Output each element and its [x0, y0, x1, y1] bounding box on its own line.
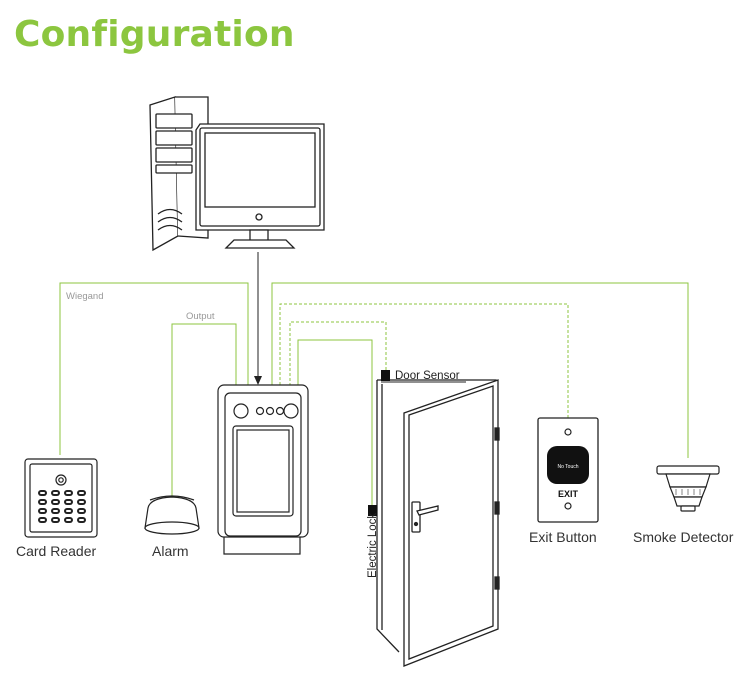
page-title: Configuration — [14, 14, 295, 55]
monitor-icon — [195, 123, 325, 249]
exit-label: EXIT — [558, 489, 579, 499]
smoke-detector-icon — [656, 465, 720, 512]
alarm-icon — [144, 495, 200, 535]
smoke-detector-label: Smoke Detector — [633, 529, 734, 545]
output-label: Output — [186, 311, 215, 322]
output-wire — [171, 323, 237, 498]
alarm-label: Alarm — [152, 543, 189, 559]
smoke-detector-wire — [271, 282, 689, 458]
no-touch-label: No Touch — [557, 464, 578, 470]
door-icon — [376, 379, 500, 667]
terminal-icon — [217, 384, 309, 555]
door-sensor-wire — [289, 321, 387, 385]
pc-connection — [254, 252, 262, 385]
exit-button-icon: No Touch EXIT — [537, 417, 599, 523]
electric-lock-wire — [297, 339, 373, 505]
wiegand-label: Wiegand — [66, 291, 104, 302]
wiegand-wire — [59, 282, 249, 455]
card-reader-icon — [24, 458, 98, 538]
exit-button-wire — [279, 303, 569, 418]
exit-button-label: Exit Button — [529, 529, 597, 545]
door-sensor-label: Door Sensor — [395, 370, 460, 382]
door-sensor-block — [381, 370, 390, 381]
electric-lock-block — [368, 505, 377, 516]
card-reader-label: Card Reader — [16, 543, 96, 559]
wires — [59, 282, 689, 505]
electric-lock-label: Electric Lock — [367, 513, 379, 578]
